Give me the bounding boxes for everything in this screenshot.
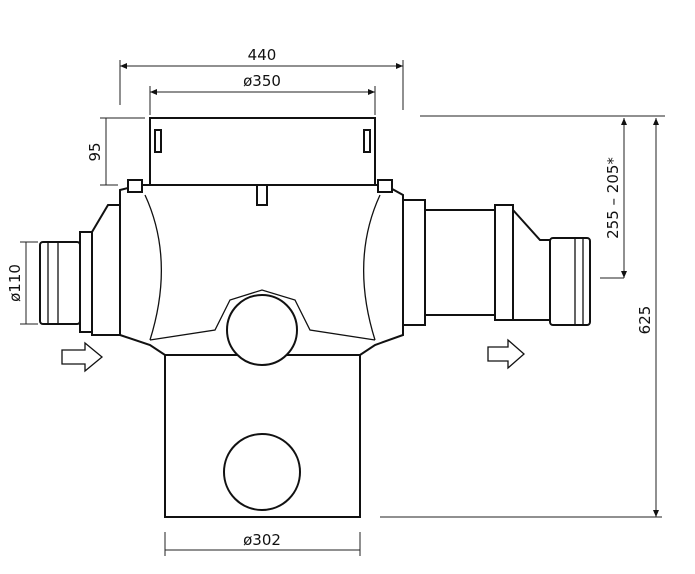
inlet-pipe <box>39 204 121 336</box>
center-opening <box>226 294 298 366</box>
main-body <box>119 179 404 366</box>
bottom-opening <box>223 433 301 511</box>
dim-top-diameter: ø350 <box>243 72 281 90</box>
dim-outlet-height: 255 – 205* <box>604 157 622 239</box>
lower-chamber <box>164 349 361 518</box>
flow-arrow-outlet-icon <box>487 338 525 370</box>
dim-inlet-diameter: ø110 <box>6 264 24 302</box>
dim-overall-height: 625 <box>636 306 654 335</box>
dim-overall-width: 440 <box>248 46 277 64</box>
top-collar <box>149 117 376 186</box>
outlet-pipe <box>402 199 591 326</box>
dimension-lines <box>20 60 665 556</box>
flow-arrow-inlet-icon <box>61 341 104 373</box>
dim-top-height: 95 <box>86 142 104 161</box>
dim-bottom-diameter: ø302 <box>243 531 281 549</box>
